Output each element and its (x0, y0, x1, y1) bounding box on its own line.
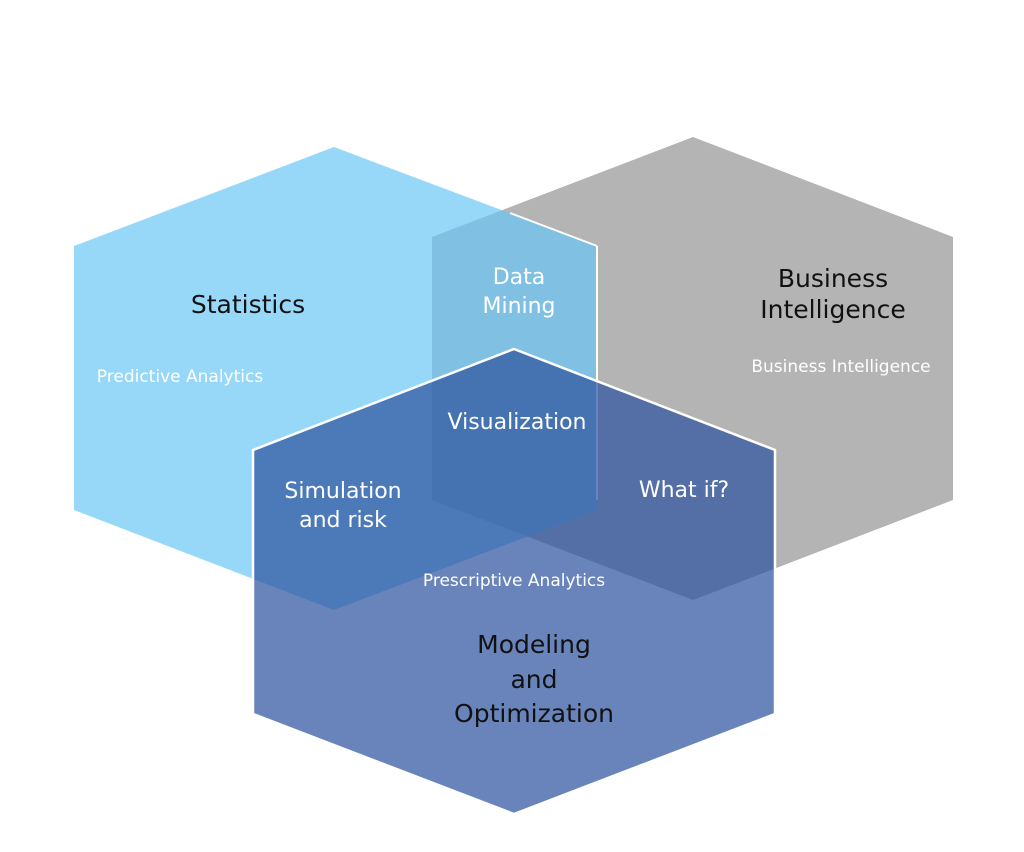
data-mining-line-2: Mining (482, 293, 556, 319)
visualization-label: Visualization (447, 410, 587, 435)
what-if-label: What if? (638, 478, 730, 503)
simulation-risk-line-2: and risk (299, 507, 387, 533)
statistics-subtitle: Predictive Analytics (96, 367, 264, 387)
simulation-risk-line-1: Simulation (284, 479, 402, 504)
hexagon-modeling-optimization (251, 347, 777, 816)
business-intelligence-title-line-1: Business (777, 264, 889, 293)
data-mining-label: Data Mining (459, 264, 579, 321)
business-intelligence-title-line-2: Intelligence (760, 294, 906, 324)
statistics-title: Statistics (190, 290, 306, 319)
modeling-title-line-3: Optimization (454, 699, 614, 728)
modeling-subtitle: Prescriptive Analytics (422, 571, 606, 591)
business-intelligence-subtitle: Business Intelligence (751, 357, 931, 377)
modeling-title-line-1: Modeling (477, 630, 591, 659)
modeling-title-line-2: and (510, 664, 558, 694)
statistics-right-border (509, 212, 598, 247)
modeling-title: Modeling and Optimization (424, 628, 644, 732)
simulation-risk-label: Simulation and risk (263, 478, 423, 535)
data-mining-line-1: Data (492, 265, 546, 290)
business-intelligence-title: Business Intelligence (733, 264, 933, 325)
